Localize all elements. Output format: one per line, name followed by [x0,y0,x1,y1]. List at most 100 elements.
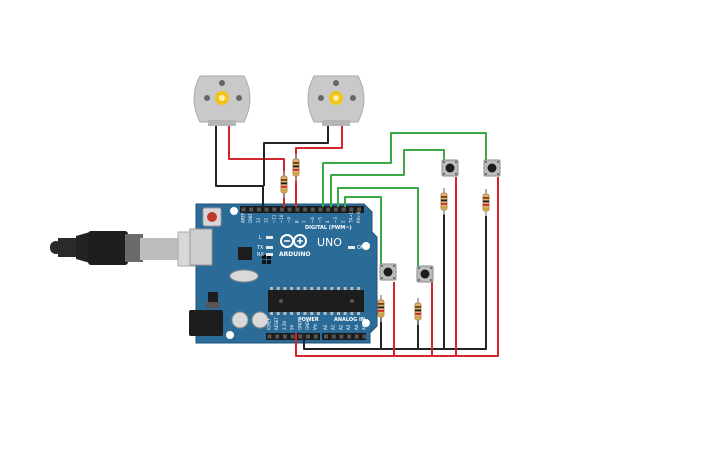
icsp-header [262,255,271,264]
power-pin[interactable] [298,334,303,339]
digital-pin-label: 4 [325,220,330,223]
arduino-uno-board[interactable]: L TX RX ON ARDUINO UNO DIGITAL (PWM~) PO… [189,203,378,344]
digital-pin-label: 8 [294,220,299,223]
digital-pin-label: GND [248,214,253,223]
pushbutton[interactable] [416,265,434,283]
wire-green[interactable] [322,132,487,207]
digital-pin[interactable] [295,207,300,212]
digital-pin-label: AREF [241,212,246,223]
resistor[interactable] [280,171,288,198]
pushbutton[interactable] [441,159,459,177]
power-pin-label: GND [297,321,302,330]
mounting-hole [230,207,238,215]
analog-pin-label: A2 [338,324,343,330]
pushbutton[interactable] [379,263,397,281]
digital-pin-label: 2 [341,220,346,223]
wire-red[interactable] [295,177,499,357]
wire-black[interactable] [215,126,264,207]
analog-header [322,333,366,340]
pushbutton[interactable] [483,159,501,177]
resistor[interactable] [377,295,385,322]
power-header-label: POWER [298,317,319,323]
arduino-logo [280,234,307,248]
analog-pin[interactable] [331,334,336,339]
led-on [348,246,355,249]
wires [215,126,499,357]
mounting-hole [362,242,370,250]
power-pin[interactable] [275,334,280,339]
dc-motor[interactable] [307,75,365,126]
digital-pin-label: 7 [302,220,307,223]
digital-pin[interactable] [264,207,269,212]
analog-pin[interactable] [354,334,359,339]
dc-motor[interactable] [193,75,251,126]
digital-pin-label: RX←0 [356,211,361,223]
digital-pin[interactable] [341,207,346,212]
analog-header-label: ANALOG IN [334,317,365,323]
power-pin[interactable] [290,334,295,339]
led-on-label: ON [357,245,365,251]
analog-pin[interactable] [347,334,352,339]
led-tx [266,246,273,249]
digital-pin-label: ~6 [310,217,315,223]
analog-pin[interactable] [339,334,344,339]
digital-pin[interactable] [280,207,284,212]
power-pin-label: IOREF [267,317,272,330]
digital-pin[interactable] [241,207,246,212]
digital-pin[interactable] [310,207,315,212]
digital-pin-label: 12 [264,217,269,223]
digital-pin[interactable] [249,207,254,212]
power-pin-label: GND [305,321,310,330]
analog-pin-label: A1 [331,324,336,330]
resistor[interactable] [440,188,448,215]
wire-black[interactable] [263,126,329,186]
reset-button[interactable] [202,207,222,227]
led-tx-label: TX [256,245,264,251]
capacitor [231,311,249,329]
power-pin[interactable] [282,334,287,339]
wire-green[interactable] [344,196,382,267]
crystal [229,269,259,283]
digital-pin-label: TX→1 [348,211,353,224]
resistor[interactable] [482,189,490,216]
power-pin[interactable] [306,334,310,339]
digital-pin-label: ~9 [287,217,292,223]
digital-pin[interactable] [272,207,277,212]
digital-header-label: DIGITAL (PWM~) [305,225,352,231]
power-pin[interactable] [313,334,318,339]
led-l-label: L [259,235,262,241]
board-model: UNO [317,236,342,249]
digital-pin[interactable] [318,207,323,212]
power-pin-label: 3.3V [282,321,287,330]
digital-pin[interactable] [326,207,331,212]
wire-red[interactable] [295,126,343,159]
digital-header [240,206,364,213]
analog-pin-label: A4 [354,324,359,330]
digital-pin[interactable] [333,207,338,212]
power-pin[interactable] [267,334,272,339]
wire-green[interactable] [330,149,445,207]
capacitor [251,311,269,329]
digital-pin-label: 13 [256,217,261,223]
power-pin-label: Vin [313,323,318,330]
digital-pin[interactable] [357,207,361,212]
digital-pin-label: ~10 [279,214,284,223]
board-brand: ARDUINO [279,251,310,258]
usb-port [189,228,213,266]
analog-pin[interactable] [362,334,367,339]
digital-pin[interactable] [287,207,292,212]
resistor[interactable] [292,154,300,181]
wire-red[interactable] [228,126,285,176]
led-rx-label: RX [257,252,264,258]
led-l [266,236,273,239]
usb-chip [238,247,252,260]
analog-pin[interactable] [324,334,328,339]
wire-green[interactable] [337,187,419,268]
power-jack [189,310,223,336]
digital-pin[interactable] [256,207,261,212]
digital-pin[interactable] [349,207,354,212]
resistor[interactable] [414,298,422,325]
usb-cable[interactable] [50,231,199,267]
digital-pin[interactable] [303,207,308,212]
